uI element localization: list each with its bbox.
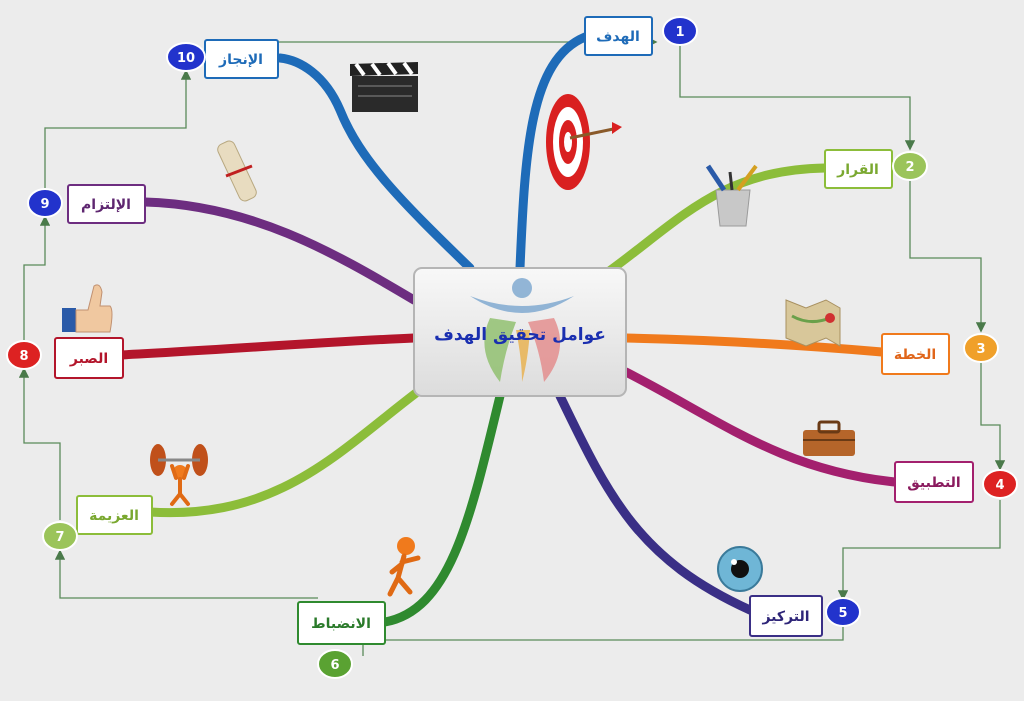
eye-icon — [717, 546, 763, 592]
scroll-icon — [217, 140, 257, 202]
connector-7-8 — [18, 367, 61, 520]
branch-4 — [621, 367, 900, 487]
node-7[interactable]: العزيمة — [76, 495, 153, 535]
connector-2-3 — [909, 180, 987, 333]
badge-7: 7 — [42, 521, 78, 551]
briefcase-icon — [803, 420, 855, 456]
svg-text:6: 6 — [330, 658, 339, 673]
badge-8: 8 — [6, 340, 42, 370]
center-node: عوامل تحقيق الهدف — [413, 267, 627, 397]
connector-3-4 — [980, 362, 1006, 471]
thumbs-up-icon — [62, 284, 113, 333]
branch-10 — [275, 53, 475, 273]
node-5[interactable]: التركيز — [749, 595, 823, 637]
node-9[interactable]: الإلتزام — [67, 184, 146, 224]
badge-1: 1 — [662, 16, 698, 46]
node-6-label: الانضباط — [311, 616, 371, 632]
branch-3 — [621, 333, 887, 357]
svg-text:5: 5 — [838, 606, 847, 621]
connector-6-7 — [54, 549, 318, 599]
node-9-label: الإلتزام — [81, 197, 131, 213]
badge-4: 4 — [982, 469, 1018, 499]
node-5-label: التركيز — [761, 609, 809, 625]
branch-9 — [140, 197, 419, 305]
badge-6: 6 — [317, 649, 353, 679]
connector-9-10 — [44, 69, 192, 188]
svg-text:9: 9 — [40, 197, 49, 212]
node-3-label: الخطة — [894, 347, 936, 363]
branch-6 — [380, 391, 505, 627]
node-2[interactable]: القرار — [824, 149, 893, 189]
svg-text:2: 2 — [905, 160, 914, 175]
connector-5-6 — [362, 626, 844, 656]
center-title: عوامل تحقيق الهدف — [434, 325, 606, 345]
connector-4-5 — [837, 500, 1001, 601]
svg-text:7: 7 — [55, 530, 64, 545]
weightlifter-icon — [150, 444, 208, 506]
svg-text:4: 4 — [995, 478, 1004, 493]
running-figure-icon — [387, 537, 421, 597]
node-10[interactable]: الإنجاز — [204, 39, 279, 79]
badge-3: 3 — [963, 333, 999, 363]
branch-2 — [603, 163, 830, 277]
node-4[interactable]: التطبيق — [894, 461, 974, 503]
branch-1 — [515, 32, 590, 273]
node-1-label: الهدف — [596, 29, 640, 45]
node-8[interactable]: الصبر — [54, 337, 124, 379]
map-icon — [785, 299, 841, 347]
clapperboard-icon — [350, 61, 418, 112]
node-4-label: التطبيق — [907, 475, 960, 491]
connector-1-2 — [679, 45, 916, 151]
node-10-label: الإنجاز — [218, 52, 263, 68]
badge-9: 9 — [27, 188, 63, 218]
branch-5 — [555, 391, 755, 615]
node-7-label: العزيمة — [89, 508, 139, 524]
svg-text:3: 3 — [976, 342, 985, 357]
node-3[interactable]: الخطة — [881, 333, 950, 375]
svg-text:8: 8 — [19, 349, 28, 364]
branch-8 — [115, 333, 419, 360]
node-1[interactable]: الهدف — [584, 16, 653, 56]
branch-7 — [145, 385, 425, 518]
branches — [115, 32, 900, 627]
node-6[interactable]: الانضباط — [297, 601, 386, 645]
connector-8-9 — [23, 215, 51, 340]
pen-cup-icon — [705, 164, 758, 227]
people-logo-icon — [470, 278, 574, 382]
badge-2: 2 — [892, 151, 928, 181]
svg-text:1: 1 — [675, 25, 684, 40]
target-icon — [546, 94, 622, 190]
badge-5: 5 — [825, 597, 861, 627]
badge-10: 10 — [166, 42, 206, 72]
svg-text:10: 10 — [177, 51, 195, 66]
node-8-label: الصبر — [69, 351, 108, 367]
node-2-label: القرار — [836, 162, 879, 178]
